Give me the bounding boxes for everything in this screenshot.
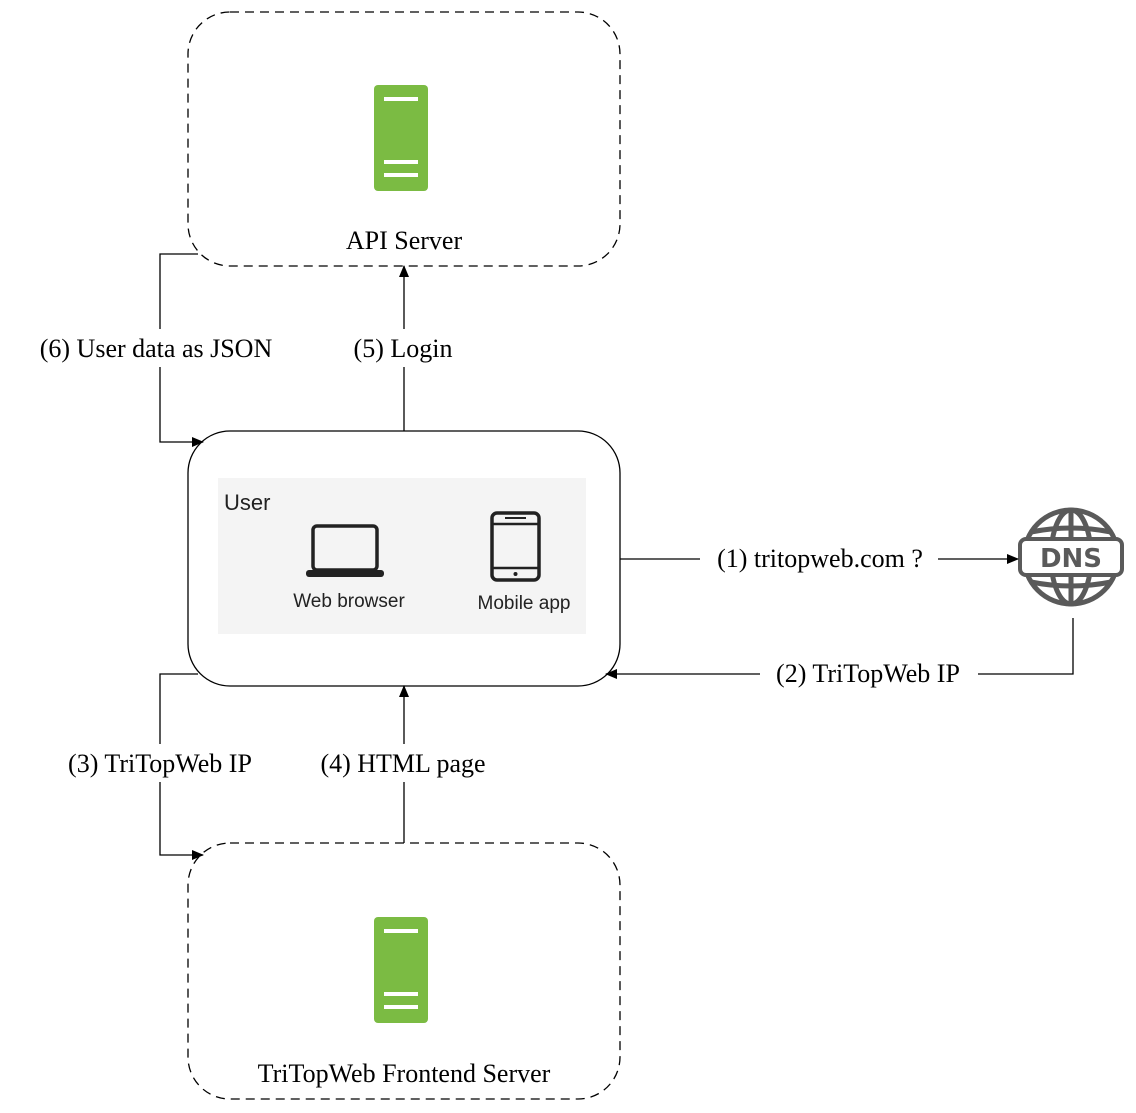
edge-4-label: (4) HTML page bbox=[320, 749, 485, 778]
api-server-node: API Server bbox=[187, 11, 621, 267]
edge-1-label: (1) tritopweb.com ? bbox=[717, 544, 923, 573]
edge-4-html-response: (4) HTML page bbox=[310, 685, 496, 843]
user-title: User bbox=[224, 490, 270, 515]
edge-3-frontend-request: (3) TriTopWeb IP bbox=[55, 673, 267, 860]
server-icon bbox=[374, 85, 428, 191]
smartphone-icon bbox=[490, 511, 541, 582]
edge-5-label: (5) Login bbox=[354, 334, 453, 363]
dns-label: DNS bbox=[1040, 544, 1102, 574]
user-panel bbox=[218, 478, 586, 634]
api-server-boundary bbox=[187, 11, 621, 267]
server-icon bbox=[374, 917, 428, 1023]
edge-1-dns-query: (1) tritopweb.com ? bbox=[620, 540, 1019, 576]
frontend-server-node: TriTopWeb Frontend Server bbox=[187, 842, 621, 1100]
edge-2-dns-response: (2) TriTopWeb IP bbox=[605, 618, 1074, 691]
dns-globe-icon: DNS bbox=[1018, 507, 1124, 607]
mobile-app-label: Mobile app bbox=[478, 593, 571, 614]
edge-2-label: (2) TriTopWeb IP bbox=[776, 659, 960, 688]
edge-6-label: (6) User data as JSON bbox=[40, 334, 273, 363]
web-browser-label: Web browser bbox=[293, 591, 405, 612]
edge-5-login: (5) Login bbox=[345, 265, 461, 431]
laptop-icon bbox=[306, 524, 384, 577]
frontend-server-label: TriTopWeb Frontend Server bbox=[258, 1059, 551, 1088]
edge-3-label: (3) TriTopWeb IP bbox=[68, 749, 252, 778]
api-server-label: API Server bbox=[346, 226, 463, 255]
user-node: User Web browser Mobile app bbox=[187, 430, 621, 687]
edge-6-user-data: (6) User data as JSON bbox=[28, 253, 286, 447]
